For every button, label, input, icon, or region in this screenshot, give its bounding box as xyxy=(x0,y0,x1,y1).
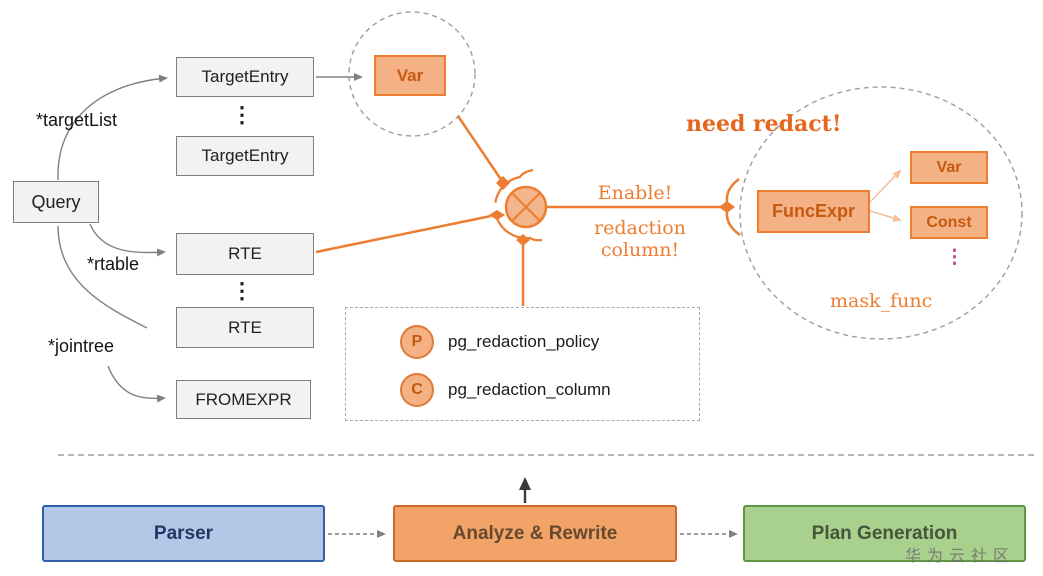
node-funcexpr: FuncExpr xyxy=(757,190,870,233)
node-targetentry-1: TargetEntry xyxy=(176,57,314,97)
node-rte-2: RTE xyxy=(176,307,314,348)
node-fromexpr: FROMEXPR xyxy=(176,380,311,419)
node-targetentry-2: TargetEntry xyxy=(176,136,314,176)
catalog-panel xyxy=(345,307,700,421)
column-table-name: pg_redaction_column xyxy=(448,380,611,399)
node-redact-var: Var xyxy=(910,151,988,184)
join-cross-icon xyxy=(511,192,541,222)
join-arc-upper xyxy=(494,168,534,203)
arrow-query-to-rte xyxy=(89,223,166,257)
line-rte-to-join xyxy=(315,214,492,254)
curve-query-to-jointree xyxy=(57,225,148,329)
diamond-var-join xyxy=(496,176,510,190)
label-rtable: *rtable xyxy=(87,254,140,274)
var-dashed-circle xyxy=(348,11,476,137)
ellipsis-targetentries: ⋮ xyxy=(231,102,253,127)
diamond-policy-join xyxy=(516,234,530,246)
ellipsis-redact-args: ⋮ xyxy=(945,247,964,268)
ellipsis-rtes: ⋮ xyxy=(231,278,253,303)
node-rte-1: RTE xyxy=(176,233,314,275)
watermark: 华为云社区 xyxy=(905,548,1016,565)
arrow-jointree-to-fromexpr xyxy=(107,365,166,403)
join-arc-lower xyxy=(494,211,543,242)
stage-plan-generation: Plan Generation xyxy=(743,505,1026,562)
diamond-join-redact xyxy=(719,201,735,213)
line-var-to-join xyxy=(456,115,504,182)
arrow-query-to-targetentry xyxy=(57,74,168,181)
policy-badge-icon: P xyxy=(400,325,434,359)
annotation-enable: Enable! xyxy=(597,182,673,204)
annotation-mask-func: mask_func xyxy=(830,290,933,312)
annotation-redaction-column: redaction column! xyxy=(594,217,686,261)
node-query: Query xyxy=(13,181,99,223)
arrow-funcexpr-to-var xyxy=(869,169,902,203)
node-var: Var xyxy=(374,55,446,96)
label-jointree: *jointree xyxy=(48,336,115,356)
stage-analyze-rewrite: Analyze & Rewrite xyxy=(393,505,677,562)
label-targetlist: *targetList xyxy=(36,110,118,130)
column-badge-icon: C xyxy=(400,373,434,407)
diamond-rte-join xyxy=(489,210,505,220)
policy-table-name: pg_redaction_policy xyxy=(448,332,600,351)
arrow-funcexpr-to-const xyxy=(869,210,902,222)
annotation-need-redact: need redact! xyxy=(686,111,842,137)
node-redact-const: Const xyxy=(910,206,988,239)
mask-func-dashed-circle xyxy=(739,86,1023,340)
stage-parser: Parser xyxy=(42,505,325,562)
